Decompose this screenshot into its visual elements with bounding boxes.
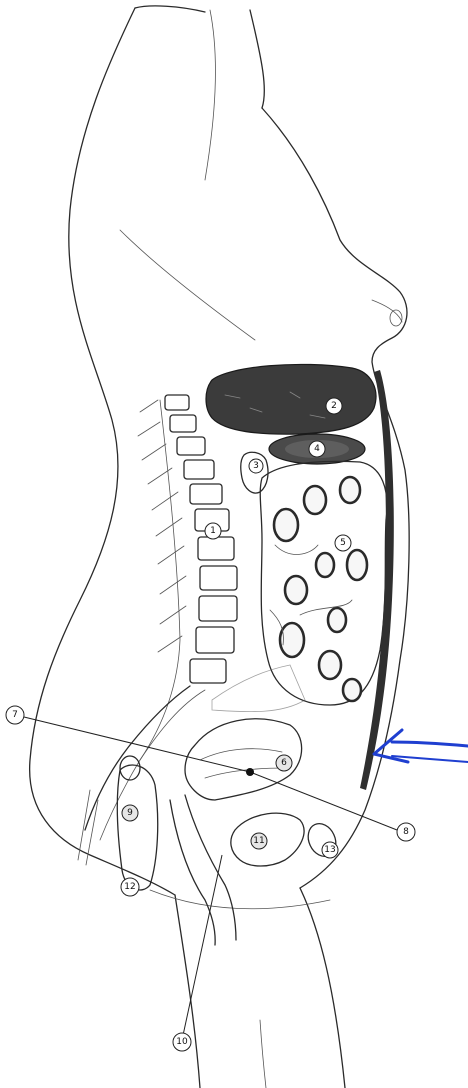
svg-text:3: 3 [253, 461, 259, 471]
svg-text:13: 13 [324, 845, 335, 855]
intestines [212, 461, 387, 711]
svg-text:10: 10 [176, 1037, 188, 1047]
leader-lines [24, 717, 397, 1040]
label-12: 12 [121, 878, 139, 896]
svg-text:5: 5 [340, 538, 346, 548]
body-outline [30, 6, 410, 1088]
label-10: 10 [173, 1033, 191, 1051]
label-5: 5 [335, 535, 351, 551]
label-9: 9 [122, 805, 138, 821]
svg-text:7: 7 [12, 710, 18, 720]
bladder [231, 813, 304, 866]
label-2: 2 [326, 398, 342, 414]
vertebra [184, 460, 214, 479]
svg-text:12: 12 [124, 882, 135, 892]
svg-text:2: 2 [331, 401, 337, 411]
vertebra [170, 415, 196, 432]
vertebra [177, 437, 205, 455]
label-7: 7 [6, 706, 24, 724]
vertebra [196, 627, 234, 653]
vertebral-column [78, 395, 237, 865]
vertebra [190, 659, 226, 683]
vertebra [165, 395, 189, 410]
svg-text:6: 6 [281, 758, 287, 768]
svg-text:8: 8 [403, 827, 409, 837]
label-13: 13 [322, 842, 338, 858]
label-1: 1 [205, 523, 221, 539]
vertebra [190, 484, 222, 504]
label-11: 11 [251, 833, 267, 849]
leader-dot [246, 768, 254, 776]
svg-text:4: 4 [314, 444, 320, 454]
svg-text:9: 9 [127, 808, 133, 818]
label-4: 4 [309, 441, 325, 457]
label-3: 3 [249, 459, 263, 473]
pelvic-organs [117, 756, 236, 945]
label-6: 6 [276, 755, 292, 771]
label-8: 8 [397, 823, 415, 841]
vertebra [198, 537, 234, 560]
svg-text:1: 1 [210, 526, 216, 536]
vertebra [200, 566, 237, 590]
annotation-arrow-icon [374, 730, 468, 762]
vertebra [199, 596, 237, 621]
svg-text:11: 11 [253, 836, 264, 846]
liver [206, 364, 376, 434]
